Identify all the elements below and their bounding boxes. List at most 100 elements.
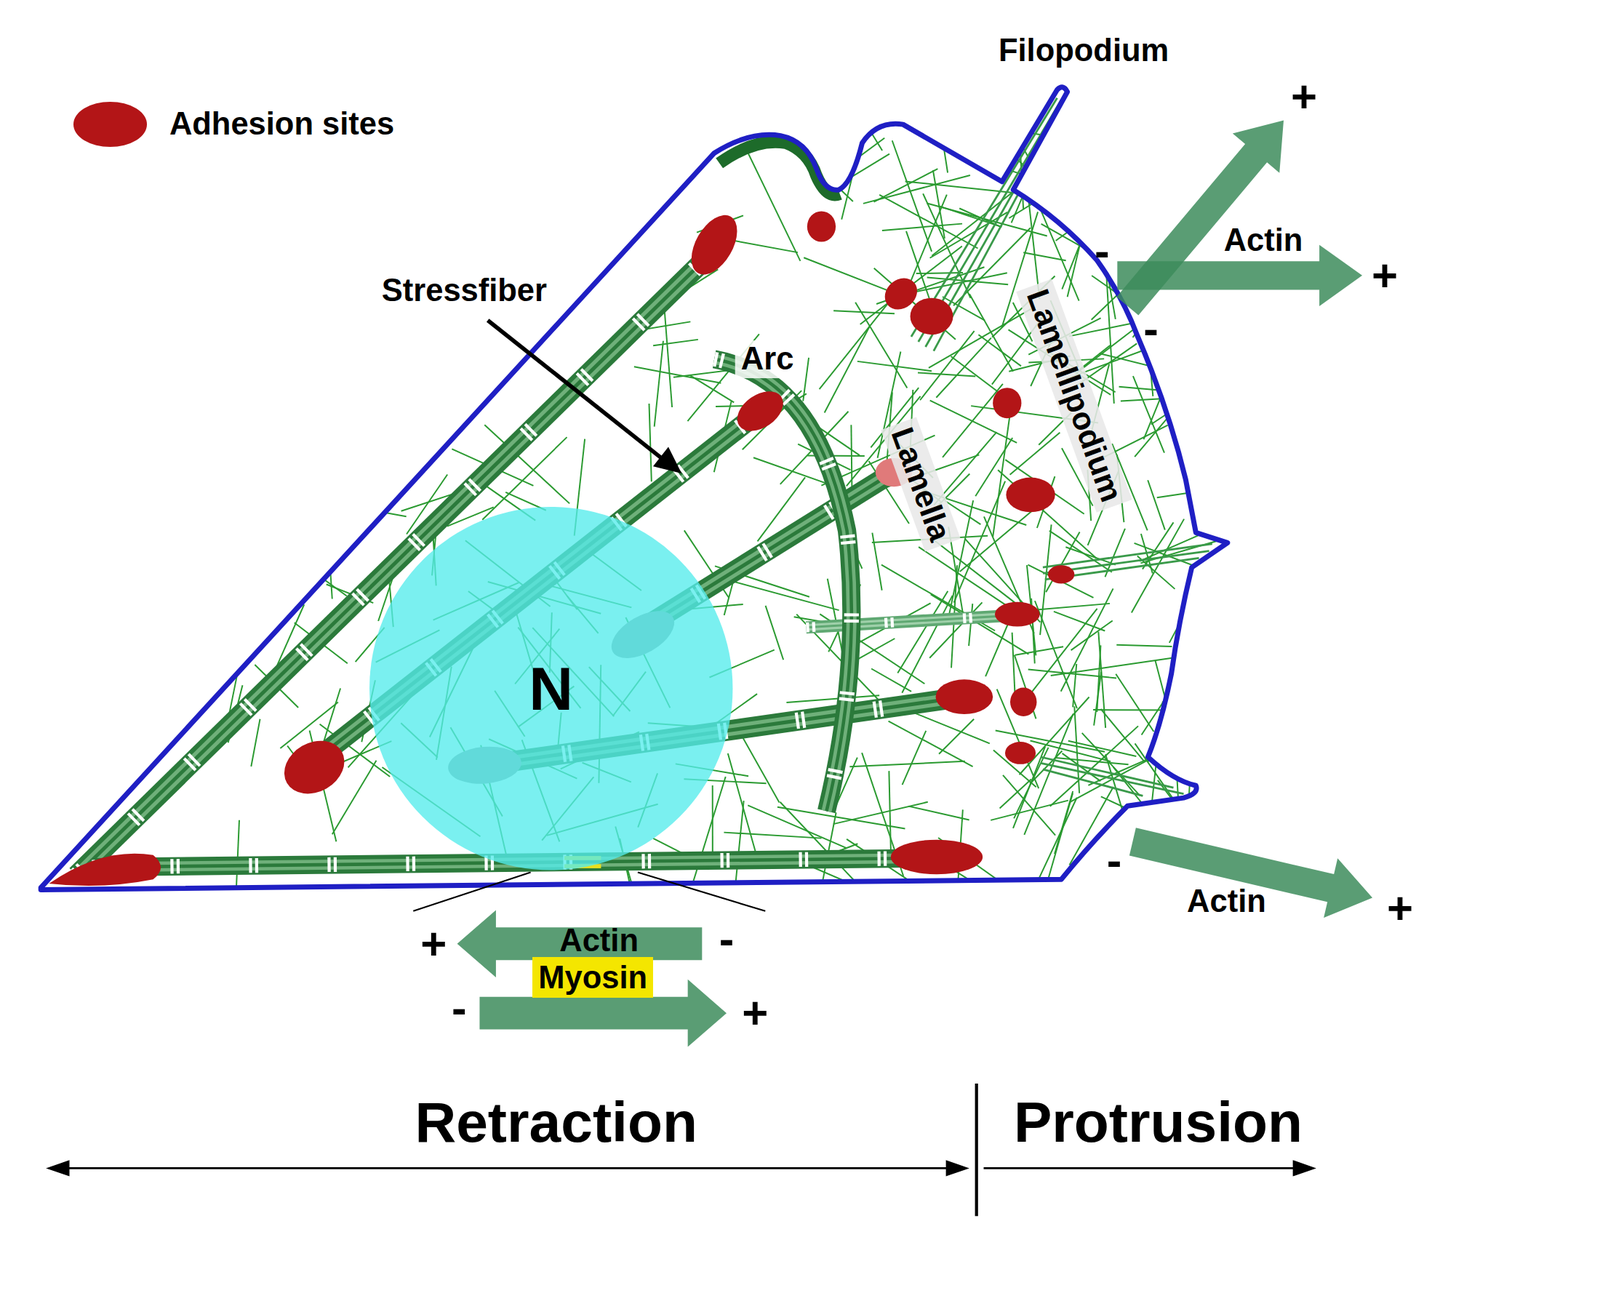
actin-filament: [1023, 252, 1066, 261]
actin-filament: [908, 806, 969, 821]
actin-filament: [730, 581, 839, 611]
actin-filament: [833, 310, 895, 314]
myosin-box: Myosin: [532, 957, 654, 998]
actin-filament: [1106, 273, 1115, 403]
retraction-span: [63, 1167, 952, 1170]
actin-filament: [1026, 177, 1040, 300]
actin-filament: [690, 375, 734, 403]
actin-filament: [1157, 486, 1232, 498]
leader-arrow: [488, 320, 666, 462]
actin-filament: [765, 605, 784, 660]
actin-filament: [1162, 323, 1181, 398]
actin-filament: [1028, 669, 1117, 678]
actin-filament: [978, 334, 1022, 366]
actin-filament: [1027, 565, 1094, 598]
actin-filament: [1178, 561, 1211, 686]
fiber-stripe: [714, 359, 852, 812]
actin-filament: [1010, 432, 1061, 475]
span-arrowhead: [1293, 1160, 1317, 1176]
adhesion-site: [274, 730, 355, 805]
polarity-sign: +: [741, 988, 768, 1038]
polarity-sign: +: [1290, 72, 1318, 122]
arrow-label: Actin: [1186, 884, 1267, 920]
actin-filament: [655, 122, 695, 158]
actin-filament: [1115, 674, 1154, 732]
actin-filament: [1044, 150, 1092, 172]
actin-filament: [1071, 620, 1113, 651]
polarity-sign: -: [1106, 835, 1123, 886]
actin-filament: [1068, 741, 1137, 757]
region-label: Retraction: [414, 1090, 698, 1154]
node-text: N: [528, 655, 574, 723]
actin-filament: [1079, 158, 1168, 178]
adhesion-site: [682, 207, 747, 283]
edge-actin-band: [719, 141, 840, 195]
actin-filament: [648, 403, 651, 482]
span-arrowhead: [45, 1160, 70, 1176]
actin-filament: [831, 154, 890, 190]
structure-label: Lamella: [880, 417, 961, 552]
legend-swatch: [73, 101, 147, 147]
actin-filament: [969, 293, 1014, 372]
adhesion-site: [910, 298, 954, 336]
fiber-core: [805, 615, 1016, 628]
actin-filament: [888, 721, 974, 767]
polarity-sign: -: [451, 983, 467, 1033]
cell-membrane: [40, 87, 1228, 891]
actin-filament: [975, 437, 1013, 496]
actin-filament: [929, 602, 982, 658]
adhesion-site: [936, 679, 994, 715]
actin-filament: [1092, 123, 1108, 164]
adhesion-sites: [48, 207, 1075, 886]
direction-arrow: [1116, 120, 1284, 316]
adhesion-site: [1005, 477, 1055, 513]
actin-filament: [300, 472, 406, 528]
actin-filament: [907, 710, 990, 744]
actin-filament: [874, 268, 956, 340]
actin-filament: [1157, 312, 1210, 322]
actin-filament: [1096, 191, 1142, 214]
actin-filament: [917, 373, 976, 377]
nucleus-fill: [369, 506, 733, 870]
actin-filament: [581, 128, 667, 188]
actin-filament: [728, 753, 759, 862]
actin-filament: [927, 277, 1009, 286]
actin-filament: [824, 326, 870, 414]
actin-filament: [1189, 638, 1204, 680]
actin-filament: [746, 149, 800, 261]
actin-filament: [1182, 772, 1191, 902]
leader-arrowhead: [653, 446, 682, 473]
adhesion-site: [1005, 741, 1036, 765]
stress-fiber: [714, 359, 852, 812]
actin-filament: [954, 481, 1006, 603]
actin-filament: [863, 175, 971, 204]
zoom-line: [413, 872, 531, 912]
actin-filament: [1098, 632, 1106, 728]
polarity-sign: -: [719, 914, 735, 964]
polarity-sign: +: [1371, 250, 1398, 301]
arrow-label: Actin: [559, 923, 639, 959]
stress-fiber: [805, 615, 1016, 628]
actin-mesh: [225, 89, 1262, 931]
adhesion-site: [992, 387, 1022, 419]
actin-filament: [1050, 658, 1173, 676]
fiber-band: [805, 615, 1016, 628]
actin-filament: [1149, 285, 1235, 339]
adhesion-site: [730, 383, 791, 440]
actin-filament: [1137, 556, 1176, 590]
structure-label: Arc: [735, 340, 800, 379]
actin-filament: [1002, 775, 1056, 836]
microspike-bundle: [1042, 769, 1143, 796]
actin-filament: [236, 820, 240, 893]
actin-filament: [931, 184, 1023, 256]
actin-filament: [1184, 330, 1219, 369]
region-label: Protrusion: [1013, 1090, 1303, 1154]
actin-filament: [1101, 709, 1145, 762]
actin-filament: [712, 785, 714, 856]
cell-body: [40, 87, 1228, 891]
actin-filament: [833, 802, 928, 824]
actin-filament: [968, 603, 973, 646]
polarity-sign: -: [1143, 304, 1159, 354]
